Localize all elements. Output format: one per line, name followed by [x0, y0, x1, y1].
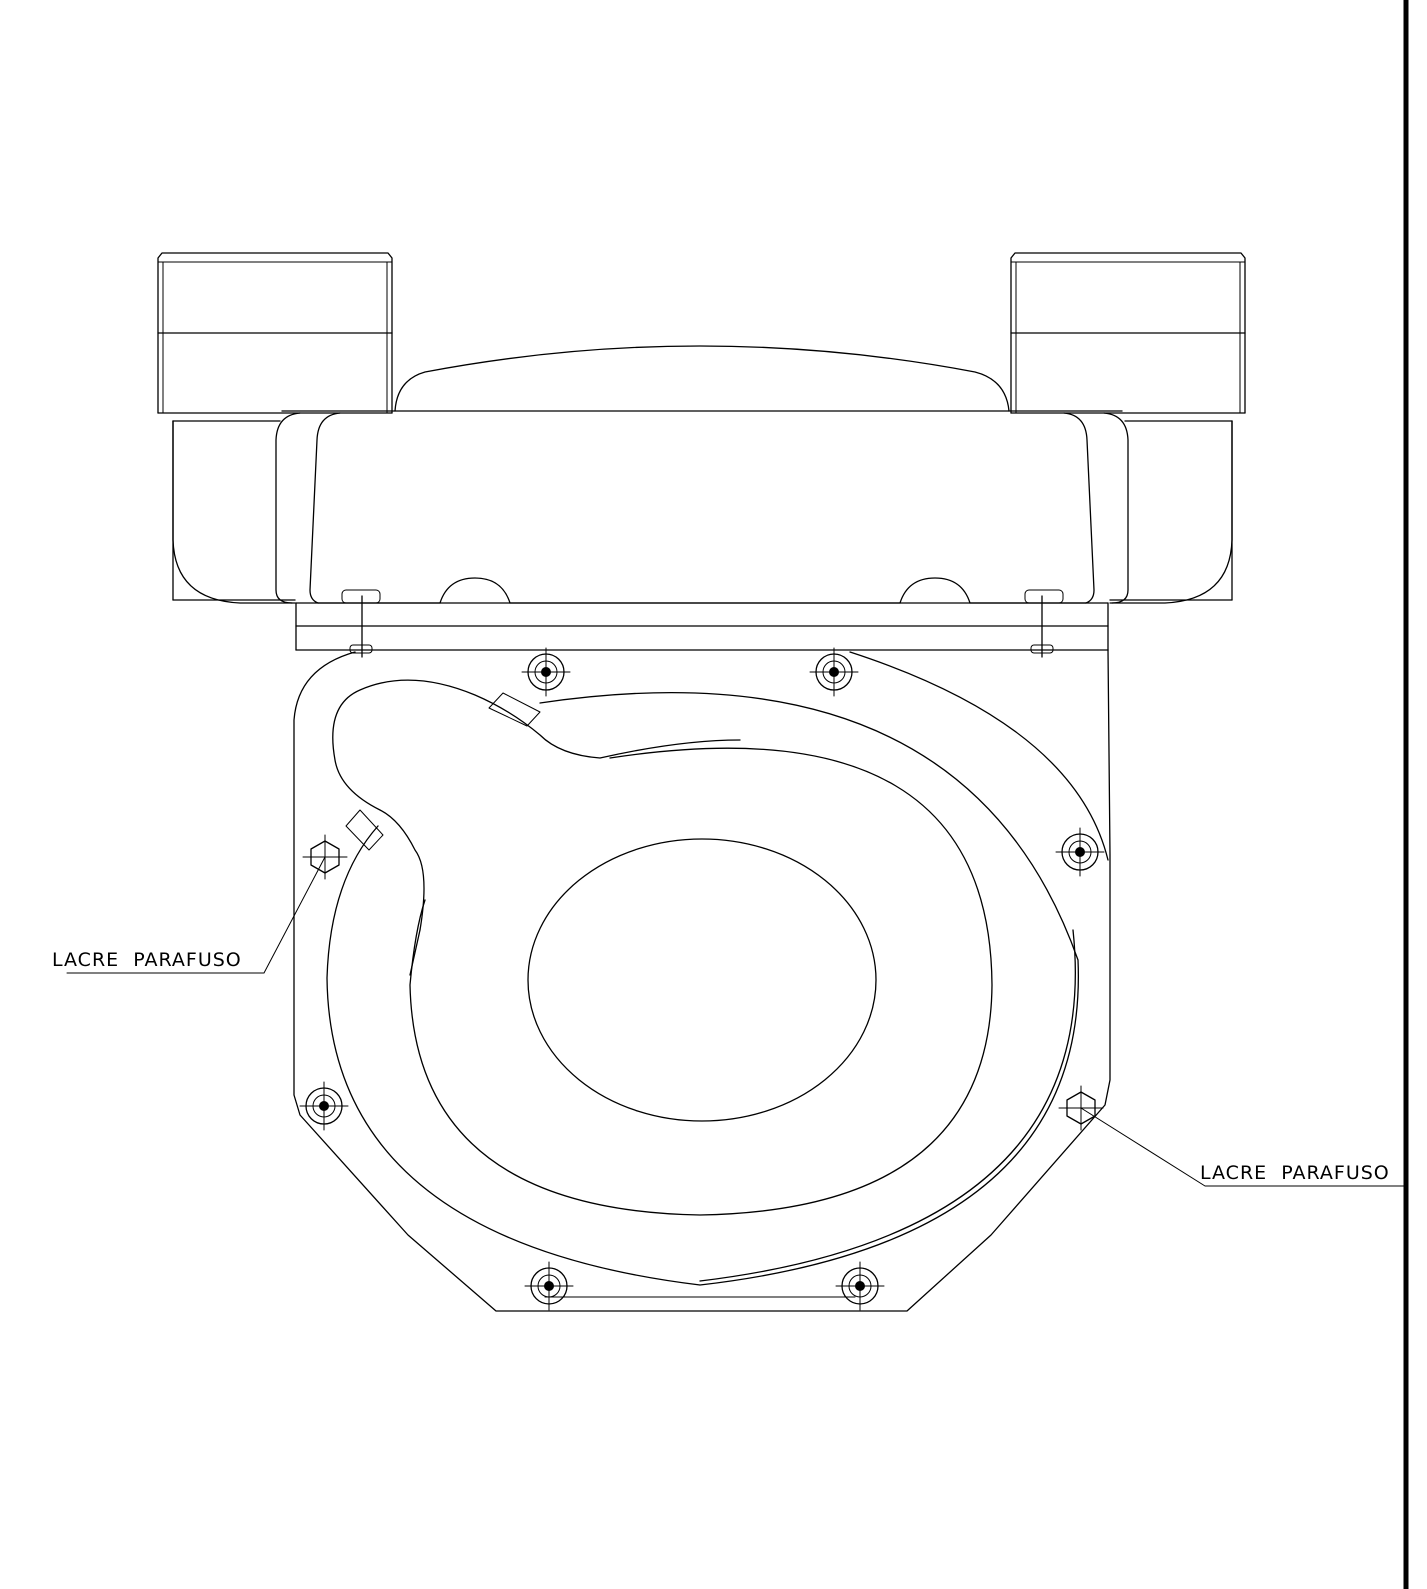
screw-top-left — [521, 647, 571, 697]
callout-right-label: LACRE PARAFUSO — [1200, 1162, 1390, 1184]
callout-right: LACRE PARAFUSO — [1080, 1107, 1404, 1187]
meter-body — [293, 595, 1111, 1312]
right-pipe-connector — [1010, 252, 1246, 604]
screw-bottom-right — [835, 1261, 885, 1311]
screw-right — [1055, 827, 1105, 877]
left-pipe-connector — [157, 252, 393, 604]
top-dome — [394, 345, 1010, 412]
seal-tab-top — [488, 692, 541, 727]
dial-face — [527, 838, 877, 1122]
cover-plate — [326, 692, 1079, 1286]
screw-bottom-left — [524, 1261, 574, 1311]
register-window — [332, 679, 741, 931]
screw-bottom-left-side — [299, 1081, 349, 1131]
callout-left-label: LACRE PARAFUSO — [52, 949, 242, 971]
register-housing — [275, 410, 1129, 604]
screw-top-right — [809, 647, 859, 697]
seal-tab-left — [345, 809, 384, 851]
callout-left: LACRE PARAFUSO — [52, 856, 326, 974]
